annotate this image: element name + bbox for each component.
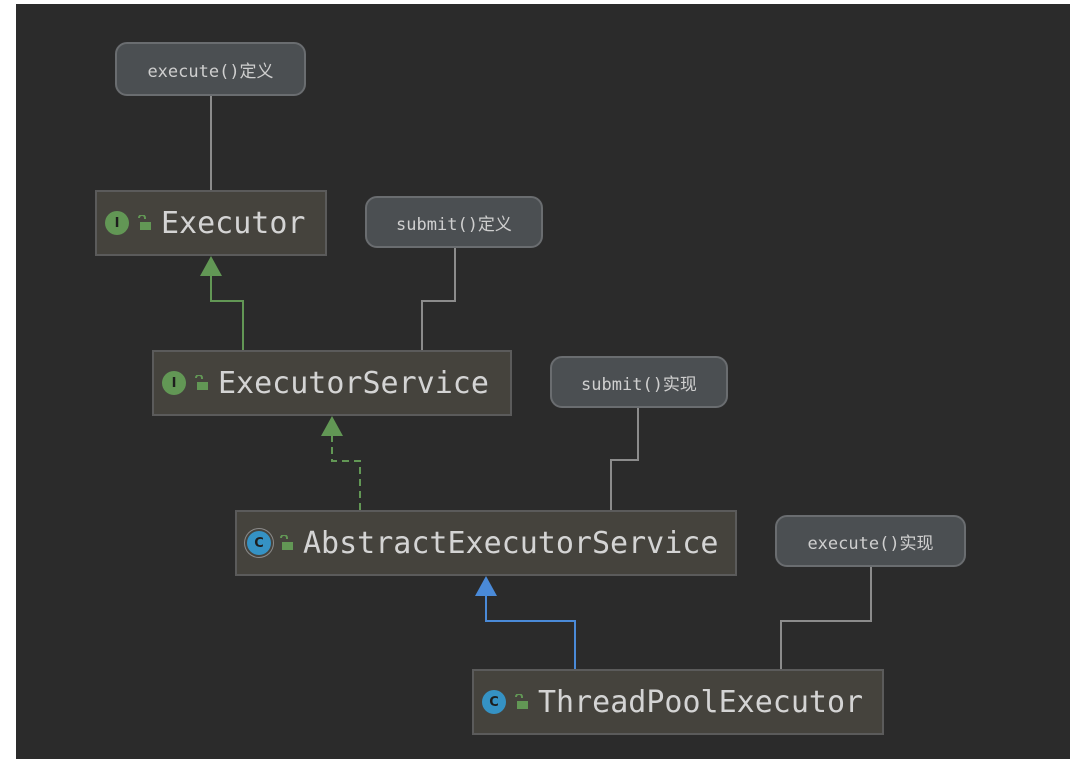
arrowhead-executor (200, 256, 222, 276)
node-abstract-executor-service-name: AbstractExecutorService (303, 525, 719, 561)
note-connector-execute-impl (780, 567, 872, 669)
edges-layer (200, 96, 872, 669)
note-connector-submit-impl (610, 408, 639, 510)
interface-icon: I (105, 211, 129, 235)
edge-threadpool-abstract (485, 596, 576, 669)
node-thread-pool-executor-name: ThreadPoolExecutor (538, 684, 864, 720)
node-thread-pool-executor[interactable]: C ThreadPoolExecutor (472, 669, 884, 735)
note-submit-implementation-text: submit()实现 (581, 374, 697, 395)
unlocked-icon (515, 694, 528, 709)
diagram-canvas: execute()定义 submit()定义 submit()实现 execut… (16, 4, 1070, 759)
note-execute-implementation-text: execute()实现 (807, 533, 934, 554)
node-executor-name: Executor (161, 205, 306, 241)
unlocked-icon (138, 215, 151, 230)
abstract-class-icon: C (247, 531, 271, 555)
note-connector-submit-def (421, 248, 456, 350)
note-execute-definition-text: execute()定义 (147, 61, 274, 82)
note-submit-implementation: submit()实现 (550, 356, 728, 408)
node-executor[interactable]: I Executor (95, 190, 327, 256)
note-execute-definition: execute()定义 (115, 42, 306, 96)
node-executor-service-name: ExecutorService (218, 365, 489, 401)
class-icon: C (482, 690, 506, 714)
edge-executorservice-executor (210, 276, 244, 350)
edge-abstract-executorservice (331, 436, 361, 510)
arrowhead-executorservice (321, 416, 343, 436)
note-execute-implementation: execute()实现 (775, 515, 966, 567)
unlocked-icon (195, 375, 208, 390)
arrowhead-abstract (475, 576, 497, 596)
node-executor-service[interactable]: I ExecutorService (152, 350, 512, 416)
node-abstract-executor-service[interactable]: C AbstractExecutorService (235, 510, 737, 576)
unlocked-icon (280, 535, 293, 550)
note-submit-definition-text: submit()定义 (396, 214, 512, 235)
note-submit-definition: submit()定义 (365, 196, 543, 248)
interface-icon: I (162, 371, 186, 395)
